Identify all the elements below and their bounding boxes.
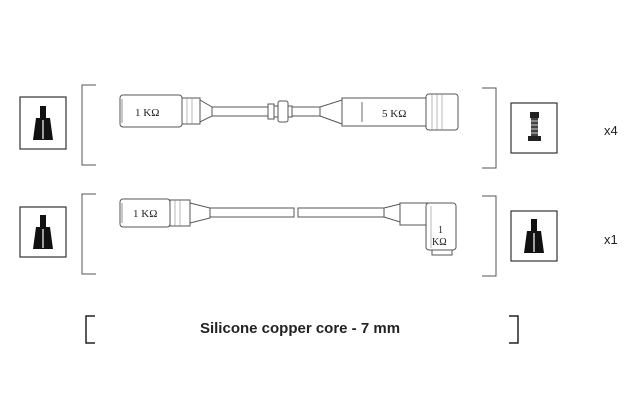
top-left-terminal-box xyxy=(19,96,67,150)
bottom-left-resistor-label: 1 KΩ xyxy=(133,208,157,220)
caption-text: Silicone copper core - 7 mm xyxy=(200,320,400,337)
top-quantity-label: x4 xyxy=(604,123,618,138)
top-right-resistor-label: 5 KΩ xyxy=(382,108,406,120)
bottom-quantity-label: x1 xyxy=(604,232,618,247)
spark-plug-terminal-icon xyxy=(528,112,541,141)
top-wire-assembly xyxy=(119,93,459,131)
spark-plug-boot-icon xyxy=(33,106,53,140)
bottom-left-bracket xyxy=(81,193,96,275)
bottom-right-bracket xyxy=(482,195,497,277)
top-left-bracket xyxy=(81,84,96,166)
spark-plug-boot-icon xyxy=(524,219,544,253)
top-right-bracket xyxy=(482,87,497,169)
spark-plug-boot-icon xyxy=(33,215,53,249)
bottom-wire-assembly xyxy=(119,198,457,256)
caption-left-bracket xyxy=(85,315,95,344)
bottom-left-terminal-box xyxy=(19,206,67,258)
top-right-terminal-box xyxy=(510,102,558,154)
bottom-right-resistor-digit: 1 xyxy=(438,225,443,236)
top-left-resistor-label: 1 KΩ xyxy=(135,107,159,119)
bottom-right-terminal-box xyxy=(510,210,558,262)
caption-right-bracket xyxy=(509,315,519,344)
bottom-right-resistor-unit: KΩ xyxy=(432,237,447,248)
